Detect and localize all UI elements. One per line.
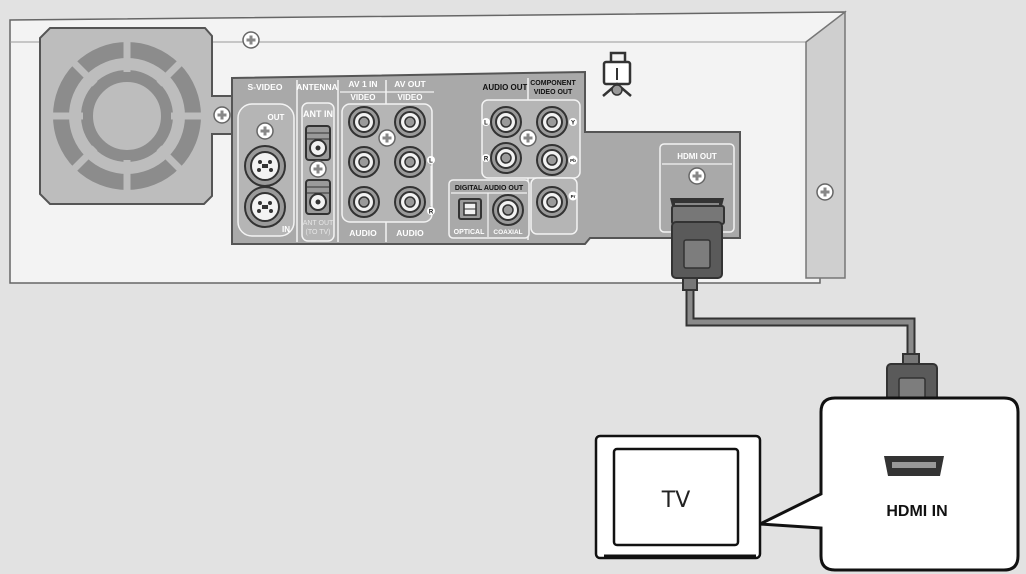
av-section: AV 1 IN AV OUT VIDEO VIDEO L R AUDIO AUD…: [337, 79, 435, 242]
av1-video-jack-icon[interactable]: [348, 106, 380, 138]
chassis-screw-icon: [816, 183, 834, 201]
av1-in-label: AV 1 IN: [348, 79, 377, 89]
tv: TV: [594, 434, 762, 560]
audio-component-section: AUDIO OUT COMPONENT VIDEO OUT L R Y Pb P…: [481, 78, 581, 240]
svideo-section: S-VIDEO OUT IN: [237, 82, 295, 237]
hdmi-cable: [671, 205, 938, 443]
component-y-jack-icon[interactable]: [536, 106, 568, 138]
component-y-mark: Y: [571, 121, 575, 127]
coaxial-jack-icon[interactable]: [492, 194, 524, 226]
svideo-out-jack-icon[interactable]: [244, 145, 286, 187]
av-out-audio-label: AUDIO: [396, 228, 424, 238]
component-pr-mark: Pr: [571, 194, 576, 199]
chassis-screw-icon: [242, 31, 260, 49]
component-label-2: VIDEO OUT: [534, 89, 573, 96]
component-pb-mark: Pb: [570, 158, 576, 163]
hdmi-in-callout: HDMI IN: [754, 396, 1020, 572]
audio-out-label: AUDIO OUT: [483, 83, 528, 92]
component-pr-jack-icon[interactable]: [536, 186, 568, 218]
av1-video-label: VIDEO: [351, 93, 376, 102]
tv-label: TV: [661, 488, 691, 513]
av-out-label: AV OUT: [394, 79, 426, 89]
digital-audio-section: DIGITAL AUDIO OUT OPTICAL COAXIAL: [448, 179, 530, 239]
av-out-audio-r-jack-icon[interactable]: [394, 186, 426, 218]
audio-out-r-mark: R: [484, 157, 489, 163]
svideo-in-jack-icon[interactable]: [244, 186, 286, 228]
av-l-mark: L: [429, 159, 433, 165]
audio-out-r-jack-icon[interactable]: [490, 142, 522, 174]
cable-clamp-icon: [602, 51, 632, 97]
optical-jack-icon[interactable]: [458, 198, 482, 220]
svideo-out-label: OUT: [268, 113, 285, 122]
cooling-fan-vent: [39, 27, 235, 205]
digital-audio-out-label: DIGITAL AUDIO OUT: [455, 185, 524, 192]
antenna-section: ANTENNA ANT IN ANT OUT (TO TV): [296, 80, 338, 242]
ant-in-jack-icon[interactable]: [305, 125, 331, 161]
av1-audio-l-jack-icon[interactable]: [348, 146, 380, 178]
av1-audio-r-jack-icon[interactable]: [348, 186, 380, 218]
av-out-video-label: VIDEO: [398, 93, 423, 102]
ant-out-jack-icon[interactable]: [305, 179, 331, 215]
ant-in-label: ANT IN: [303, 109, 333, 119]
av1-audio-label: AUDIO: [349, 228, 377, 238]
component-label-1: COMPONENT: [530, 80, 576, 87]
svideo-in-label: IN: [282, 225, 290, 234]
component-pb-jack-icon[interactable]: [536, 144, 568, 176]
audio-out-l-jack-icon[interactable]: [490, 106, 522, 138]
audio-out-l-mark: L: [484, 121, 488, 127]
antenna-label: ANTENNA: [296, 82, 338, 92]
av-out-audio-l-jack-icon[interactable]: [394, 146, 426, 178]
hdmi-in-label: HDMI IN: [886, 503, 947, 520]
av-r-mark: R: [429, 210, 434, 216]
ant-out-label: ANT OUT: [303, 220, 334, 227]
hdmi-plug-top-icon: [671, 205, 725, 291]
hdmi-out-label: HDMI OUT: [677, 152, 717, 161]
optical-label: OPTICAL: [454, 229, 485, 236]
hdmi-in-port-icon[interactable]: [884, 456, 944, 476]
av-out-video-jack-icon[interactable]: [394, 106, 426, 138]
coaxial-label: COAXIAL: [493, 229, 522, 236]
to-tv-label: (TO TV): [305, 229, 330, 236]
svideo-label: S-VIDEO: [248, 82, 283, 92]
